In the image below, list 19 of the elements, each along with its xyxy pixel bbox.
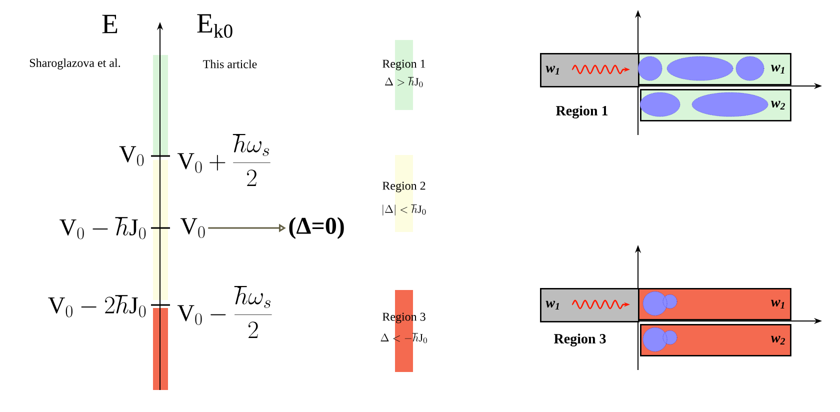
- formula: $\mathrm{V}_0$: [180, 218, 205, 238]
- formula: $\mathrm{V}_0-2\hbar\mathrm{J}_0$: [48, 295, 146, 318]
- input-waveguide: w$_{1}$: [540, 288, 640, 322]
- formula: $\mathrm{V}_0-\hbar\mathrm{J}_0$: [60, 217, 146, 240]
- text-label: This article: [203, 60, 257, 68]
- legend-text: Region 1: [382, 60, 426, 70]
- legend-text: Region 2: [382, 182, 426, 192]
- text-label: E: [102, 14, 118, 34]
- region-label: Region 1: [556, 106, 608, 118]
- text-label: (Δ=0): [289, 217, 344, 239]
- region-label: Region 3: [554, 334, 606, 346]
- input-waveguide: w$_{1}$: [540, 53, 640, 88]
- formula: $|\Delta|<\hbar\mathrm{J}_0$: [382, 204, 426, 216]
- text-label: Sharoglazova et al.: [30, 58, 120, 70]
- text-label: E$_{k0}$: [197, 14, 232, 38]
- formula: $\mathrm{V}_0$: [119, 146, 144, 166]
- formula: $\Delta>\hbar\mathrm{J}_0$: [384, 77, 423, 88]
- formula: $\mathrm{V}_0+\frac{\hbar\omega_s}{2}$: [177, 134, 270, 186]
- formula: $\mathrm{V}_0-\frac{\hbar\omega_s}{2}$: [177, 286, 272, 338]
